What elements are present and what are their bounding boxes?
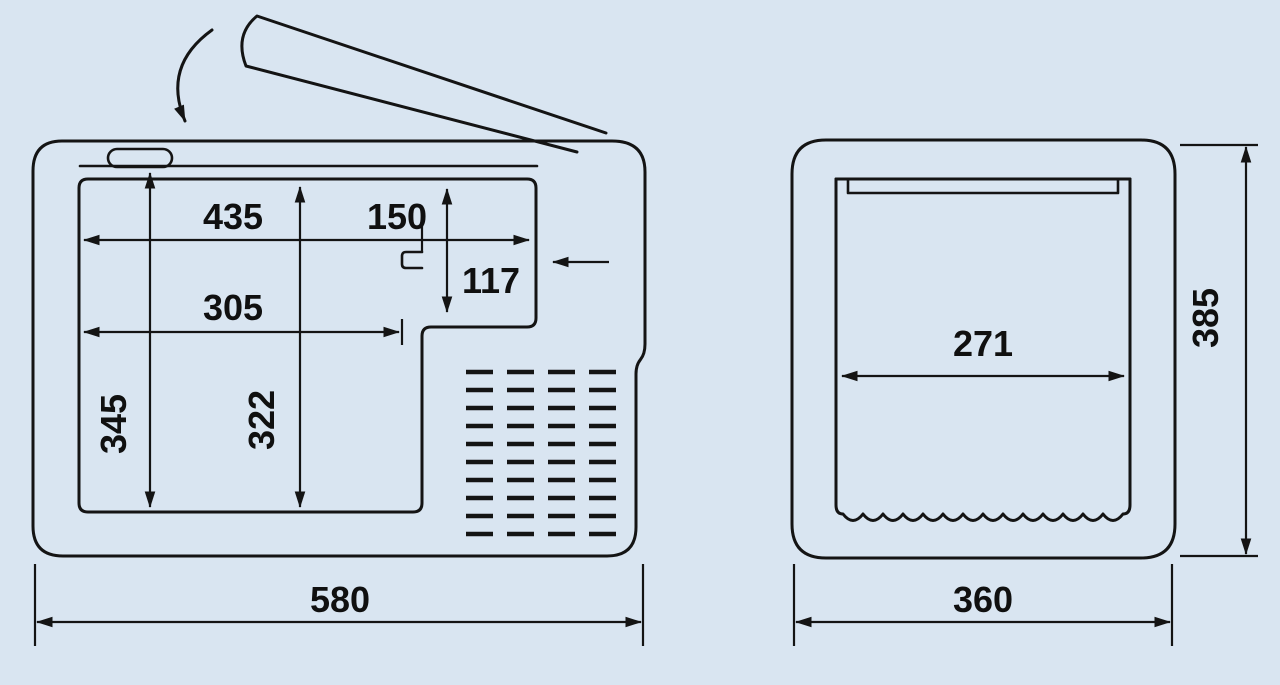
front-body-outline: [31, 139, 647, 558]
dim-label-305: 305: [203, 287, 263, 328]
dim-label-117: 117: [462, 260, 520, 301]
side-view: 271 385 360: [790, 138, 1258, 646]
dim-label-385: 385: [1185, 288, 1226, 348]
side-inner-box: [834, 177, 1132, 522]
dim-label-360: 360: [953, 579, 1013, 620]
side-body-outline: [790, 138, 1177, 560]
open-lid: [240, 14, 608, 154]
dim-label-580: 580: [310, 579, 370, 620]
hinge-knob: [106, 147, 174, 169]
dim-label-435: 435: [203, 196, 263, 237]
dim-label-271: 271: [953, 323, 1013, 364]
front-view: 435 150 117 305 345 322 580: [31, 14, 647, 646]
lid-swing-arrow: [174, 28, 214, 123]
dim-label-150: 150: [367, 196, 427, 237]
dim-label-322: 322: [241, 390, 282, 450]
side-view-dimensions: 271 385 360: [792, 143, 1258, 646]
opening-notch-detail: [400, 250, 424, 270]
interior-opening-outline: [77, 177, 538, 514]
vent-grille: [466, 369, 630, 537]
dim-label-345: 345: [93, 394, 134, 454]
front-view-dimensions: 435 150 117 305 345 322 580: [33, 172, 645, 646]
side-lid-lip: [846, 177, 1120, 195]
